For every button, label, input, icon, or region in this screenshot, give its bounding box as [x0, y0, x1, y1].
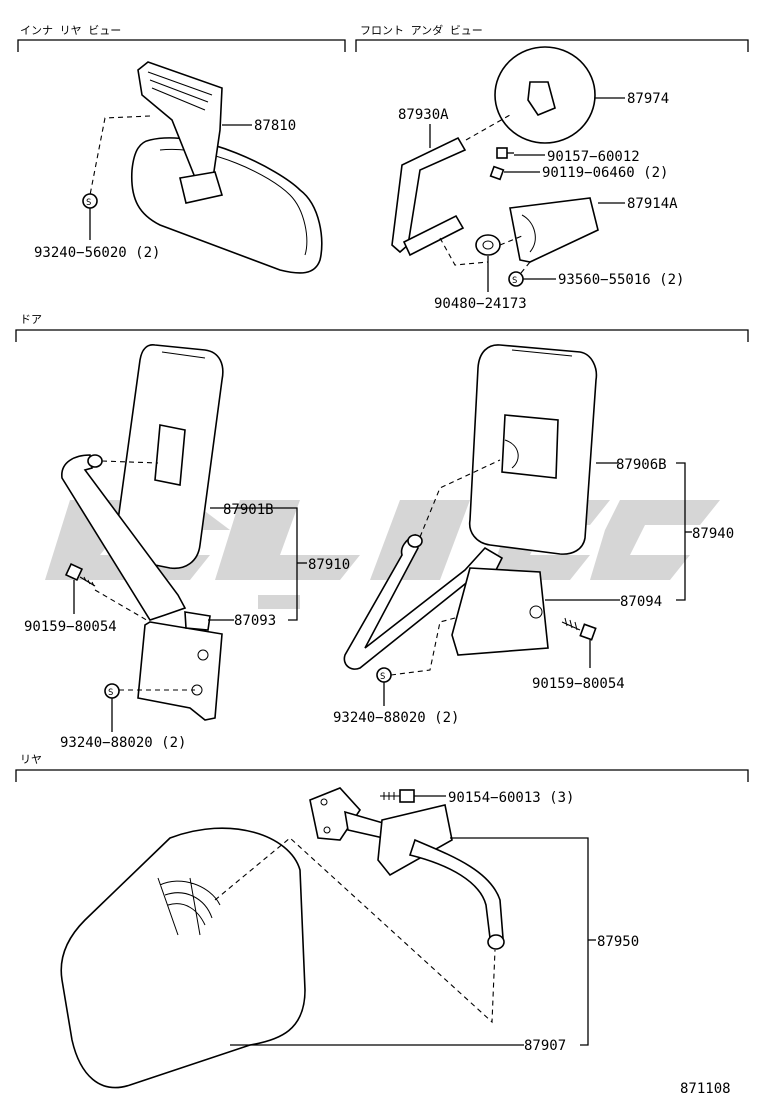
rear-mirror-stay-icon: [309, 787, 505, 950]
label-90159-80054-right: 90159−80054: [532, 676, 625, 692]
label-87094: 87094: [620, 594, 662, 610]
washer-icon: S: [508, 271, 524, 287]
label-93240-88020-left: 93240−88020 (2): [60, 735, 186, 751]
rear-mirror-icon: [60, 827, 306, 1089]
front-mirror-bracket-icon: [509, 197, 599, 263]
label-90154-60013: 90154−60013 (3): [448, 790, 574, 806]
front-under-mirror-icon: [494, 46, 596, 144]
label-90157-60012: 90157−60012: [547, 149, 640, 165]
section-label-front-under-view: フロント アンダ ビュー: [360, 23, 483, 37]
washer-s-symbol: S: [512, 276, 517, 286]
front-mirror-stay-icon: [391, 136, 467, 257]
label-87930A: 87930A: [398, 107, 449, 123]
door-mirror-right-arm-icon: [343, 533, 504, 670]
diagram-number: 871108: [680, 1081, 731, 1097]
bolt-icon: [64, 562, 96, 587]
label-93240-56020: 93240−56020 (2): [34, 245, 160, 261]
bolt-icon: [496, 147, 514, 159]
washer-icon: S: [104, 683, 120, 699]
label-87810: 87810: [254, 118, 296, 134]
inner-mirror-icon: [130, 61, 323, 274]
washer-s-symbol: S: [86, 198, 91, 208]
label-87907: 87907: [524, 1038, 566, 1054]
label-87940: 87940: [692, 526, 734, 542]
label-90119-06460: 90119−06460 (2): [542, 165, 668, 181]
washer-icon: S: [82, 193, 98, 209]
label-87974: 87974: [627, 91, 669, 107]
section-inner-rear-view: インナ リヤ ビュー: [17, 24, 346, 52]
label-93560-55016: 93560−55016 (2): [558, 272, 684, 288]
section-label-rear: リヤ: [20, 753, 42, 766]
label-93240-88020-right: 93240−88020 (2): [333, 710, 459, 726]
section-label-inner-rear-view: インナ リヤ ビュー: [20, 24, 121, 37]
label-87910: 87910: [308, 557, 350, 573]
label-90480-24173: 90480−24173: [434, 296, 527, 312]
door-mirror-left-arm-icon: [61, 454, 187, 621]
section-door: ドア: [15, 313, 749, 342]
door-mirror-right-icon: [468, 344, 598, 555]
washer-s-symbol: S: [380, 672, 385, 682]
label-90159-80054-left: 90159−80054: [24, 619, 117, 635]
bolt-icon: [380, 789, 415, 803]
label-87901B: 87901B: [223, 502, 274, 518]
washer-icon: S: [376, 667, 392, 683]
bolt-icon: [489, 165, 505, 181]
section-rear: リヤ: [15, 753, 749, 782]
label-87093: 87093: [234, 613, 276, 629]
label-87906B: 87906B: [616, 457, 667, 473]
bolt-icon: [561, 617, 597, 641]
label-87950: 87950: [597, 934, 639, 950]
door-mirror-right-bracket-icon: [451, 567, 549, 656]
grommet-icon: [475, 234, 501, 256]
section-label-door: ドア: [20, 313, 42, 326]
washer-s-symbol: S: [108, 688, 113, 698]
label-87914A: 87914A: [627, 196, 678, 212]
door-mirror-left-bracket-icon: [137, 611, 223, 721]
door-mirror-left-icon: [115, 344, 224, 570]
section-front-under-view: フロント アンダ ビュー: [355, 23, 749, 52]
